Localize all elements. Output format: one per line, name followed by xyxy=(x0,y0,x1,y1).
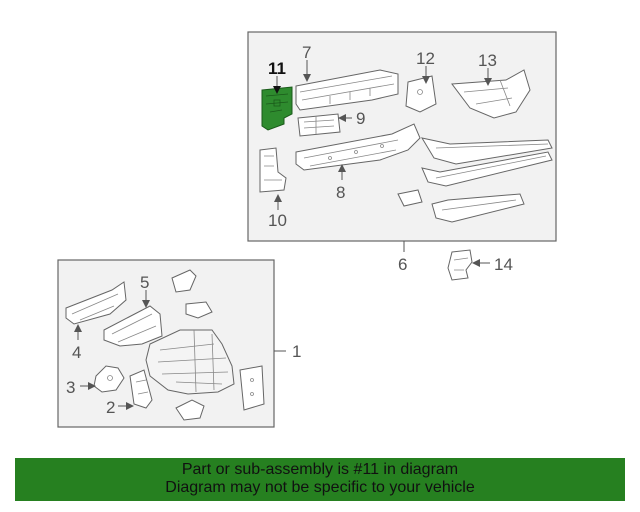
rocker-lower xyxy=(431,193,525,223)
part-11-highlighted[interactable] xyxy=(261,76,293,131)
part-13[interactable] xyxy=(451,68,531,119)
rocker-middle xyxy=(421,151,553,187)
part-10[interactable] xyxy=(259,147,287,210)
rocker-bracket xyxy=(397,189,423,207)
part-2[interactable] xyxy=(118,369,153,410)
rocker-upper xyxy=(420,137,553,165)
callout-2: 2 xyxy=(106,398,115,417)
part-4[interactable] xyxy=(65,281,127,340)
banner-line-1: Part or sub-assembly is #11 in diagram xyxy=(181,461,459,478)
lower-pillar xyxy=(239,365,265,411)
part-8[interactable] xyxy=(295,123,421,180)
callout-8: 8 xyxy=(336,183,345,202)
callout-1: 1 xyxy=(292,342,301,361)
callout-4: 4 xyxy=(72,343,81,362)
lower-cover xyxy=(175,399,205,421)
wheelhouse-assembly xyxy=(145,329,235,395)
info-banner: Part or sub-assembly is #11 in diagram D… xyxy=(15,458,625,501)
lower-bracket-b xyxy=(185,301,213,319)
callout-3: 3 xyxy=(66,378,75,397)
part-12[interactable] xyxy=(405,66,437,113)
callout-11: 11 xyxy=(268,59,286,78)
lower-bracket-a xyxy=(171,269,197,293)
callout-10: 10 xyxy=(268,211,287,230)
callout-7: 7 xyxy=(302,43,311,62)
callout-5: 5 xyxy=(140,273,149,292)
part-9[interactable] xyxy=(297,113,352,137)
callout-9: 9 xyxy=(356,109,365,128)
part-7[interactable] xyxy=(295,60,399,111)
callout-12: 12 xyxy=(416,49,435,68)
part-5[interactable] xyxy=(103,290,163,347)
banner-line-2: Diagram may not be specific to your vehi… xyxy=(165,479,475,496)
callout-6: 6 xyxy=(398,255,407,274)
callout-14: 14 xyxy=(494,255,513,274)
part-3[interactable] xyxy=(80,365,125,393)
part-14[interactable] xyxy=(447,249,490,281)
callout-13: 13 xyxy=(478,51,497,70)
